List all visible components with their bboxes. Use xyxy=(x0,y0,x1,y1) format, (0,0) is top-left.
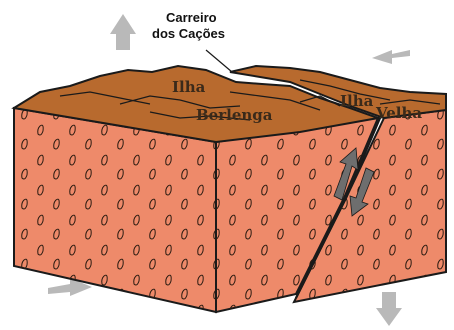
channel-label-line2: dos Cações xyxy=(152,26,225,41)
channel-label-line1: Carreiro xyxy=(166,10,217,25)
channel-pointer xyxy=(206,50,232,72)
island-berlenga-label-line2: Berlenga xyxy=(196,106,273,124)
island-berlenga-label-line1: Ilha xyxy=(172,78,206,96)
arrow-left-top-icon xyxy=(372,50,410,64)
arrow-up-icon xyxy=(110,14,136,50)
island-velha-label-line1: Ilha xyxy=(340,92,374,110)
island-velha-label-line2: Velha xyxy=(375,104,422,122)
arrow-down-icon xyxy=(376,292,402,326)
